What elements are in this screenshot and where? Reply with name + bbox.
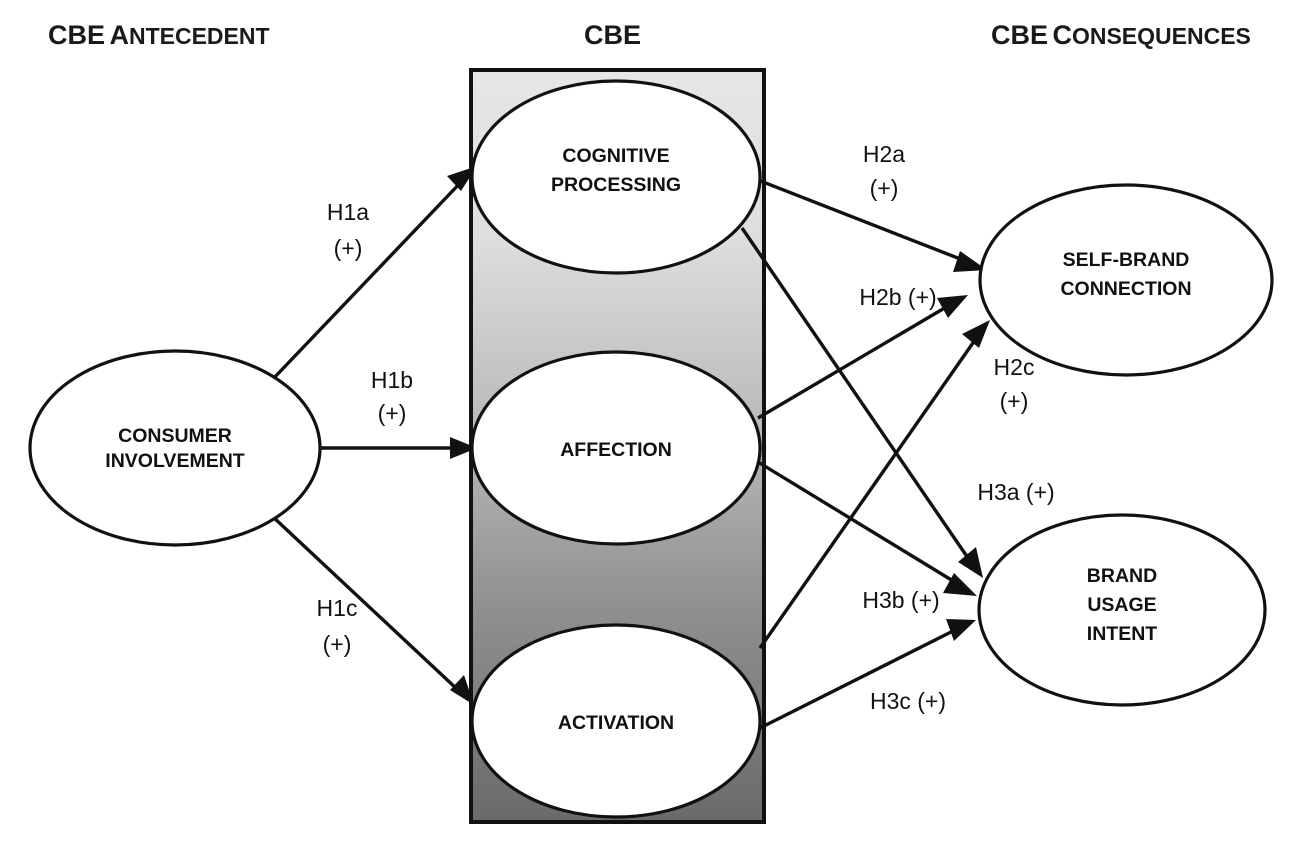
- link-h3b: [757, 460, 977, 596]
- heading-consequences-rest: ONSEQUENCES: [1072, 23, 1251, 49]
- node-activation[interactable]: ACTIVATION: [470, 623, 762, 819]
- brand-usage-intent-label-line2: USAGE: [1087, 594, 1156, 616]
- h2c-line1: H2c: [994, 354, 1035, 380]
- h2a-line1: H2a: [863, 141, 905, 167]
- self-brand-connection-ellipse: [978, 183, 1274, 377]
- hypothesis-label-h1c: H1c (+): [317, 595, 358, 657]
- affection-ellipse: [470, 350, 762, 546]
- h3c-line1: H3c (+): [870, 688, 946, 714]
- heading-cbe: CBE: [584, 20, 641, 50]
- cognitive-processing-label-line1: COGNITIVE: [562, 145, 669, 167]
- h1c-line2: (+): [323, 631, 352, 657]
- heading-antecedent: CBE ANTECEDENT: [48, 20, 270, 50]
- node-consumer-involvement[interactable]: CONSUMER INVOLVEMENT: [28, 349, 322, 547]
- hypothesis-label-h2a: H2a (+): [863, 141, 905, 201]
- h1b-line2: (+): [378, 400, 407, 426]
- self-brand-connection-label-line1: SELF-BRAND: [1063, 249, 1190, 271]
- hypothesis-label-h2c: H2c (+): [994, 354, 1035, 414]
- cognitive-processing-label-line2: PROCESSING: [551, 174, 681, 196]
- node-cognitive-processing[interactable]: COGNITIVE PROCESSING: [470, 79, 762, 275]
- hypothesis-label-h2b: H2b (+): [859, 284, 936, 310]
- consumer-involvement-label-line2: INVOLVEMENT: [105, 450, 244, 472]
- consumer-involvement-label-line1: CONSUMER: [118, 425, 232, 447]
- node-affection[interactable]: AFFECTION: [470, 350, 762, 546]
- brand-usage-intent-ellipse: [977, 513, 1267, 707]
- activation-label: ACTIVATION: [558, 712, 674, 734]
- h3b-line1: H3b (+): [862, 587, 939, 613]
- brand-usage-intent-label-line3: INTENT: [1087, 623, 1158, 645]
- h2a-line2: (+): [870, 175, 899, 201]
- link-h1b: [320, 437, 477, 459]
- heading-antecedent-lead: CBE: [48, 20, 105, 50]
- link-h2a: [757, 178, 987, 272]
- node-brand-usage-intent[interactable]: BRAND USAGE INTENT: [977, 513, 1267, 707]
- link-h1c: [270, 514, 474, 705]
- h2c-line2: (+): [1000, 388, 1029, 414]
- brand-usage-intent-label-line1: BRAND: [1087, 565, 1157, 587]
- node-self-brand-connection[interactable]: SELF-BRAND CONNECTION: [978, 183, 1274, 377]
- heading-consequences-lead: CBE: [991, 20, 1048, 50]
- hypothesis-label-h3a: H3a (+): [977, 479, 1054, 505]
- h1a-line2: (+): [334, 235, 363, 261]
- h2b-line1: H2b (+): [859, 284, 936, 310]
- h1a-line1: H1a: [327, 199, 369, 225]
- link-h2b: [757, 295, 968, 420]
- heading-consequences: CBE CONSEQUENCES: [991, 20, 1251, 50]
- link-h3a: [740, 227, 983, 578]
- link-h3c: [751, 619, 976, 734]
- heading-antecedent-rest: NTECEDENT: [129, 23, 270, 49]
- hypothesis-label-h1b: H1b (+): [371, 367, 413, 426]
- hypothesis-label-h3c: H3c (+): [870, 688, 946, 714]
- consumer-involvement-ellipse: [28, 349, 322, 547]
- link-h1a: [270, 166, 477, 382]
- heading-antecedent-rest-initial: A: [109, 20, 129, 50]
- self-brand-connection-label-line2: CONNECTION: [1060, 278, 1191, 300]
- h1c-line1: H1c: [317, 595, 358, 621]
- activation-ellipse: [470, 623, 762, 819]
- link-h2c: [758, 320, 990, 649]
- cognitive-processing-ellipse: [470, 79, 762, 275]
- hypothesis-label-h3b: H3b (+): [862, 587, 939, 613]
- h1b-line1: H1b: [371, 367, 413, 393]
- hypothesis-label-h1a: H1a (+): [327, 199, 369, 261]
- affection-label: AFFECTION: [560, 439, 672, 461]
- h3a-line1: H3a (+): [977, 479, 1054, 505]
- heading-consequences-rest-initial: C: [1052, 20, 1072, 50]
